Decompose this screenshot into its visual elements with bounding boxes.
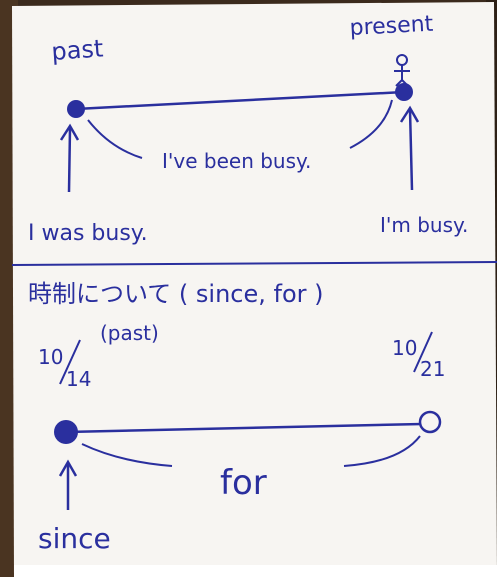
tense-heading: 時制について ( since, for )	[28, 280, 324, 308]
past-arrow-icon	[59, 123, 80, 193]
paper-sheet	[12, 2, 497, 577]
for-arc-right	[343, 435, 421, 467]
for-text: for	[220, 463, 267, 503]
end-date-slash	[413, 331, 433, 373]
present-dot	[395, 83, 413, 101]
end-date-day: 21	[420, 357, 445, 381]
im-busy-text: I'm busy.	[380, 213, 468, 237]
start-date-day: 14	[66, 367, 91, 391]
top-timeline	[75, 90, 405, 111]
for-arc-left	[81, 443, 173, 467]
now-open-circle	[418, 410, 442, 434]
section-divider	[11, 261, 497, 266]
bottom-timeline	[65, 422, 423, 434]
i-was-busy-text: I was busy.	[28, 221, 148, 246]
present-perfect-arc-left	[87, 119, 143, 159]
past-label: past	[50, 34, 104, 66]
since-dot	[54, 420, 78, 444]
start-date-slash	[59, 339, 81, 385]
start-date-month: 10	[38, 345, 63, 369]
end-date-month: 10	[392, 336, 417, 360]
past-paren-label: (past)	[100, 321, 159, 345]
since-arrow-icon	[58, 459, 78, 510]
ive-been-busy-text: I've been busy.	[162, 149, 311, 173]
present-perfect-arc-right	[349, 99, 393, 149]
since-text: since	[38, 522, 111, 555]
present-arrow-icon	[399, 105, 420, 191]
past-dot	[67, 100, 85, 118]
bottom-page-edge	[14, 565, 497, 577]
present-label: present	[349, 12, 434, 41]
